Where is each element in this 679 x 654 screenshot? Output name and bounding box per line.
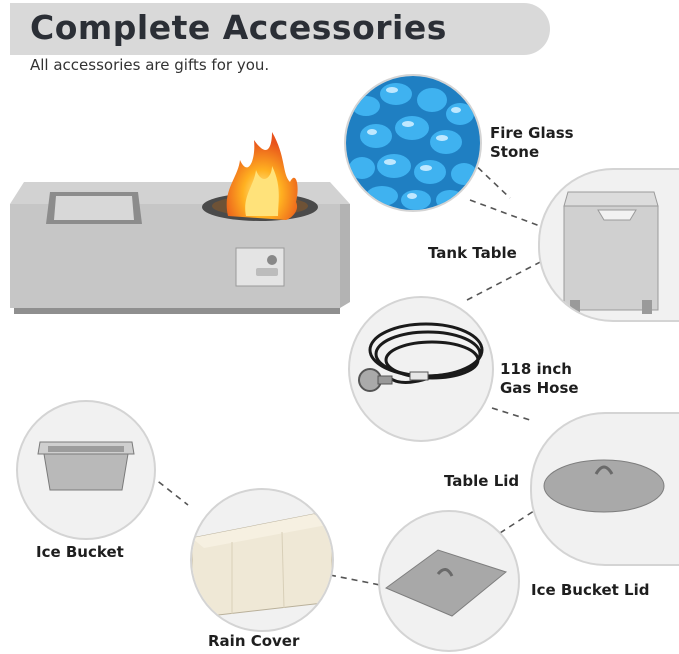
fire-pit-table-image <box>10 132 350 314</box>
ice-bucket-lid-icon <box>384 549 508 617</box>
header-band <box>10 3 550 55</box>
ice-bucket-icon <box>37 441 135 491</box>
ice-bucket-circle <box>16 400 156 540</box>
tank-table-icon <box>563 191 659 314</box>
gas-hose-icon <box>358 322 484 392</box>
label-fire-glass-stone: Fire Glass Stone <box>490 124 574 161</box>
rain-cover-circle <box>190 488 334 632</box>
label-ice-bucket: Ice Bucket <box>36 543 124 561</box>
table-lid-circle <box>530 412 679 566</box>
label-table-lid: Table Lid <box>444 472 520 490</box>
fire-glass-stone-icon <box>346 76 480 210</box>
tank-table-circle <box>538 168 679 322</box>
table-lid-icon <box>543 459 665 513</box>
label-ice-bucket-lid: Ice Bucket Lid <box>531 581 650 599</box>
label-rain-cover: Rain Cover <box>208 632 300 650</box>
ice-bucket-lid-circle <box>378 510 520 652</box>
label-tank-table: Tank Table <box>428 244 517 262</box>
gas-hose-circle <box>348 296 494 442</box>
page-title: Complete Accessories <box>30 8 447 47</box>
label-gas-hose: 118 inch Gas Hose <box>500 360 579 397</box>
page-subtitle: All accessories are gifts for you. <box>30 56 270 74</box>
rain-cover-icon <box>192 513 332 619</box>
fire-glass-circle <box>344 74 482 212</box>
